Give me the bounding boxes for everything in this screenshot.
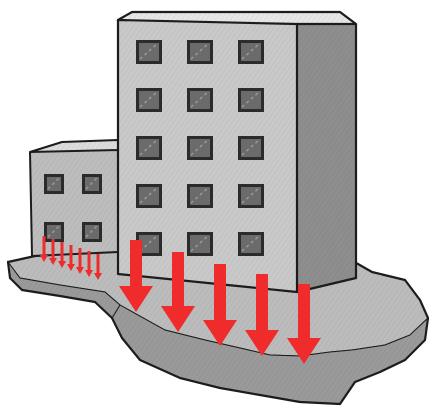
tower-window <box>238 40 264 64</box>
tower-window <box>136 184 162 208</box>
tower-window <box>238 88 264 112</box>
tower-window <box>187 136 213 160</box>
tower-window <box>187 232 213 256</box>
tower-window <box>238 136 264 160</box>
tower-window <box>187 88 213 112</box>
tower-window <box>238 232 264 256</box>
annex-window <box>82 174 102 194</box>
tower-window <box>136 40 162 64</box>
tower-window <box>136 88 162 112</box>
tower-window <box>238 184 264 208</box>
tower-building <box>118 12 356 292</box>
tower-window <box>187 40 213 64</box>
annex-window <box>44 174 64 194</box>
tower-window <box>136 136 162 160</box>
tower-window <box>187 184 213 208</box>
annex-window <box>82 222 102 242</box>
